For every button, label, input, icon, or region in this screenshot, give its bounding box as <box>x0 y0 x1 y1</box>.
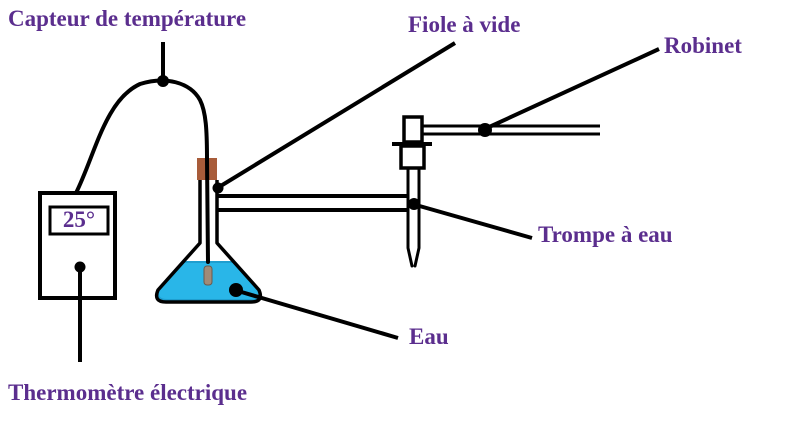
robinet-pointer-line <box>486 47 660 130</box>
label-temperature-sensor: Capteur de température <box>8 6 247 31</box>
probe-tip <box>203 265 213 286</box>
thermometer-display <box>48 205 110 236</box>
thermometer-display-value: 25° <box>62 206 96 232</box>
label-water: Eau <box>409 324 449 349</box>
label-tap: Robinet <box>664 33 742 58</box>
thermometer-junction-dot <box>74 261 86 273</box>
aspirator-tube <box>406 166 421 268</box>
trompe-pointer-line <box>415 203 533 240</box>
aspirator-inlet <box>402 115 424 144</box>
aspirator-body <box>399 144 426 170</box>
eau-pointer-line <box>237 289 399 340</box>
eau-junction-dot <box>229 283 243 297</box>
trompe-junction-dot <box>408 198 420 210</box>
label-water-aspirator: Trompe à eau <box>538 222 673 247</box>
robinet-junction-dot <box>478 123 492 137</box>
label-electric-thermometer: Thermomètre électrique <box>8 380 248 405</box>
flask-outline <box>154 180 263 304</box>
fiole-pointer-line <box>217 41 457 189</box>
fiole-junction-dot <box>212 182 224 194</box>
capteur-junction-dot <box>157 75 169 87</box>
label-vacuum-flask: Fiole à vide <box>408 12 521 37</box>
